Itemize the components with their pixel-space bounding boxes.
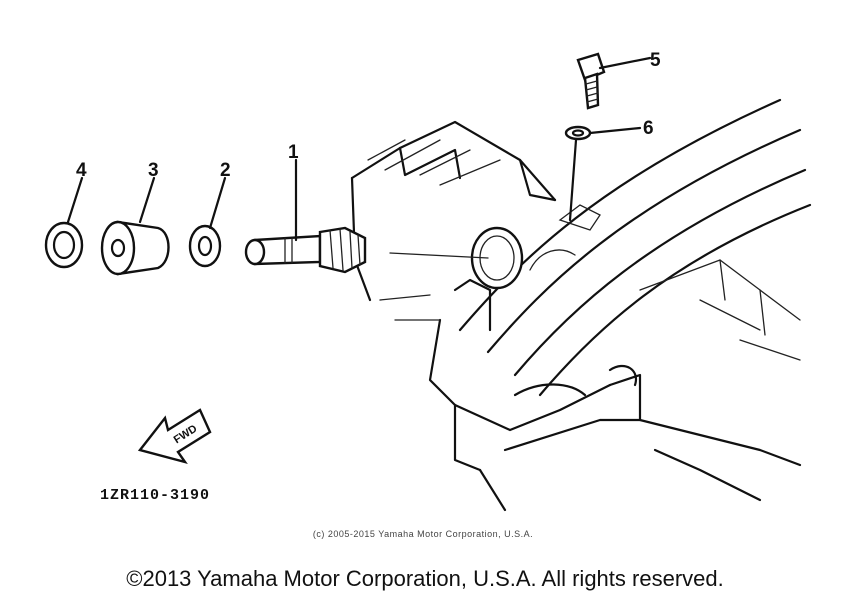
callout-6: 6 — [643, 118, 654, 139]
callout-2: 2 — [220, 160, 231, 181]
leader-lines — [66, 56, 652, 242]
part-2-washer — [188, 224, 222, 268]
callout-3: 3 — [148, 160, 159, 181]
assembly-leader-line — [389, 252, 489, 259]
part-1-driven-gear-shaft — [244, 226, 367, 274]
part-code: 1ZR110-3190 — [100, 487, 210, 504]
callout-1: 1 — [288, 142, 299, 163]
callout-4: 4 — [76, 160, 87, 181]
callout-5: 5 — [650, 50, 661, 71]
diagram-copyright: (c) 2005-2015 Yamaha Motor Corporation, … — [313, 529, 533, 539]
forward-arrow-icon: FWD — [137, 408, 212, 465]
part-6-washer — [564, 125, 592, 141]
footer-copyright: ©2013 Yamaha Motor Corporation, U.S.A. A… — [126, 566, 724, 591]
part-4-oil-seal — [44, 221, 84, 269]
part-3-bushing — [100, 220, 170, 276]
part-5-bolt — [576, 52, 606, 110]
housing-casing — [350, 98, 812, 512]
